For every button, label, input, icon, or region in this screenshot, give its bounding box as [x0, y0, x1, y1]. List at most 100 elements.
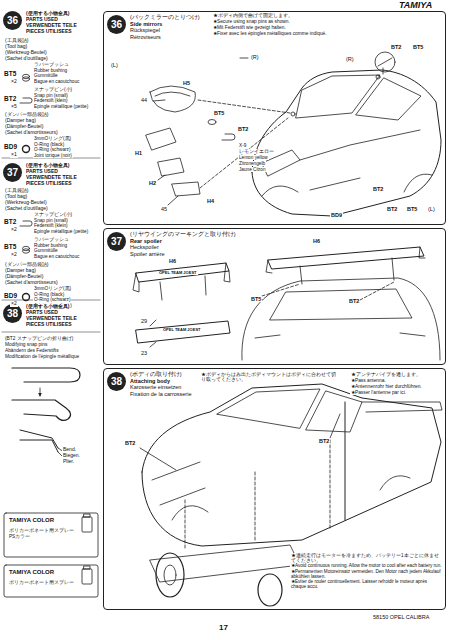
note-text: ★Secure using snap pins as shown.	[212, 19, 291, 24]
note-text: ★ボディ内側で曲げて固定します。	[212, 13, 294, 18]
note-text: PARTS USED	[25, 310, 59, 316]
part-label: H6	[168, 258, 177, 264]
note-text: ×2	[10, 301, 18, 307]
part-label: 23	[140, 350, 148, 356]
step-title: (ボディの取り付け)	[129, 371, 183, 377]
step-number-text: 37	[7, 167, 18, 178]
note-text: (Werkzeug-Beutel)	[4, 200, 48, 206]
note-text: Bague en caoutchouc	[33, 254, 80, 259]
note-text: Epingle métallique (petite)	[33, 104, 89, 109]
note-text: ★Permanenten Motoreinsatz vermeiden. Den…	[290, 569, 444, 579]
note-text: Epingle métallique (petite)	[33, 229, 89, 234]
note-text: Federstift (klein)	[33, 223, 69, 228]
note-text: PIECES UTILISEES	[25, 29, 73, 35]
note-text: OPEL TEAM JOEST	[158, 271, 198, 275]
note-text: ラバーブッシュ	[33, 237, 70, 242]
note-text: (Sachet d'outillage)	[4, 206, 49, 212]
step-title: (バックミラーのとりつけ)	[129, 14, 201, 20]
part-label: BT5	[406, 206, 418, 212]
note-text: (使用する小物金具)	[25, 163, 70, 169]
note-text: (工具袋詰)	[4, 38, 29, 44]
step-title: (リヤウイングのマーキングと取り付け)	[129, 231, 237, 237]
part-label: TAMIYA COLOR	[8, 517, 55, 524]
part-label: H4	[206, 198, 215, 204]
part-label: BT2	[3, 95, 17, 102]
step-title: Rétroviseurs	[129, 34, 162, 40]
part-label: BT2	[318, 438, 330, 444]
note-text: (使用する小物金具)	[25, 304, 70, 310]
step-number: 38	[107, 372, 126, 391]
note-text: (Sachet d'outillage)	[4, 56, 49, 62]
note-text: ポリカーボネート用スプレー	[8, 528, 80, 533]
step-number-text: 38	[111, 376, 122, 387]
note-text: ポリカーボネート用スプレー	[8, 580, 80, 585]
step-title: Rückspiegel	[129, 27, 161, 33]
note-text: Modifying snap pins	[4, 342, 48, 347]
part-label: BT2	[386, 206, 398, 212]
part-label: 44	[140, 97, 148, 103]
note-text: VERWENDETE TEILE	[25, 175, 78, 181]
note-text: ×2	[10, 79, 18, 85]
part-label: BT2	[124, 440, 136, 446]
note-text: 3mmOリング(黒)	[33, 286, 72, 291]
note-text: PSカラー	[8, 534, 80, 539]
note-text: (Werkzeug-Beutel)	[4, 50, 48, 56]
step-title: Karosserie einsetzen	[129, 384, 182, 390]
part-label: H5	[182, 80, 191, 86]
part-label: BD9	[3, 292, 18, 299]
note-text: X-9	[238, 143, 247, 148]
note-text: ★Antennenrohr hier durchführen.	[350, 384, 423, 389]
step-number-text: 37	[111, 236, 122, 247]
note-text: (Dämpfer-Beutel)	[4, 124, 44, 130]
part-label: BT2	[348, 298, 360, 304]
note-text: Plier.	[62, 459, 75, 465]
note-text: レモンイエロー	[238, 149, 275, 154]
note-text: (ダンパー部品袋詰)	[4, 262, 49, 268]
step-number-text: 38	[7, 308, 18, 319]
part-label: BT2	[372, 186, 384, 192]
step-panel: 37(リヤウイングのマーキングと取り付け)Rear spoilerHeckspo…	[103, 228, 446, 365]
part-label: 29	[140, 318, 148, 324]
note-text: O-Ring (black)	[33, 292, 65, 297]
part-label: TAMIYA	[398, 1, 433, 11]
part-label: H1	[134, 150, 143, 156]
note-text: VERWENDETE TEILE	[25, 316, 78, 322]
part-label: (R)	[250, 54, 260, 60]
note-text: ラバーブッシュ	[33, 62, 70, 67]
part-label: TAMIYA COLOR	[8, 569, 55, 576]
note-text: ★アンテナパイプを通します。	[350, 372, 422, 377]
note-text: Bague en caoutchouc	[33, 79, 80, 84]
note-text: Lemon yellow	[238, 155, 269, 160]
part-label: 58150 OPEL CALIBRA	[372, 614, 430, 620]
note-text: PIECES UTILISEES	[25, 181, 73, 187]
step-number-text: 36	[7, 15, 18, 26]
part-label: BT5	[250, 296, 262, 302]
note-text: ×5	[10, 104, 18, 110]
part-label: 17	[218, 624, 229, 633]
part-label: BD9	[330, 212, 343, 218]
note-text: O-Ring (black)	[33, 142, 65, 147]
note-text: PIECES UTILISEES	[25, 322, 73, 328]
note-text: (Sachet d'amortisseurs)	[4, 130, 59, 136]
part-label: BT5	[3, 70, 17, 77]
note-text: Gummitülle	[33, 73, 59, 78]
note-text: PARTS USED	[25, 17, 59, 23]
note-text: スナップピン(小)	[33, 87, 73, 92]
note-text: (Damper bag)	[4, 118, 37, 124]
note-text: (工具袋詰)	[4, 188, 29, 194]
note-text: ★Mit Federstift wie gezeigt halten.	[212, 25, 287, 30]
note-text: ★ボディからはみ出たボディマウントはボディに合わせて切り取ってください。	[200, 372, 337, 383]
note-text: ★Avoid continuous running. Allow the mot…	[290, 563, 444, 568]
step-number: 38	[3, 304, 22, 323]
part-label: (R)	[345, 56, 355, 62]
part-label: BT5	[213, 110, 225, 116]
note-text: Rubber bushing	[33, 243, 68, 248]
note-text: Snap pin (small)	[33, 218, 69, 223]
step-title: Fixation de la carrosserie	[129, 391, 192, 397]
step-number: 37	[3, 163, 22, 182]
part-label: BT2	[3, 218, 17, 225]
note-text: ×1	[10, 152, 18, 158]
part-label: (L)	[110, 62, 119, 68]
note-text: 3mmOリング(黒)	[33, 136, 72, 141]
